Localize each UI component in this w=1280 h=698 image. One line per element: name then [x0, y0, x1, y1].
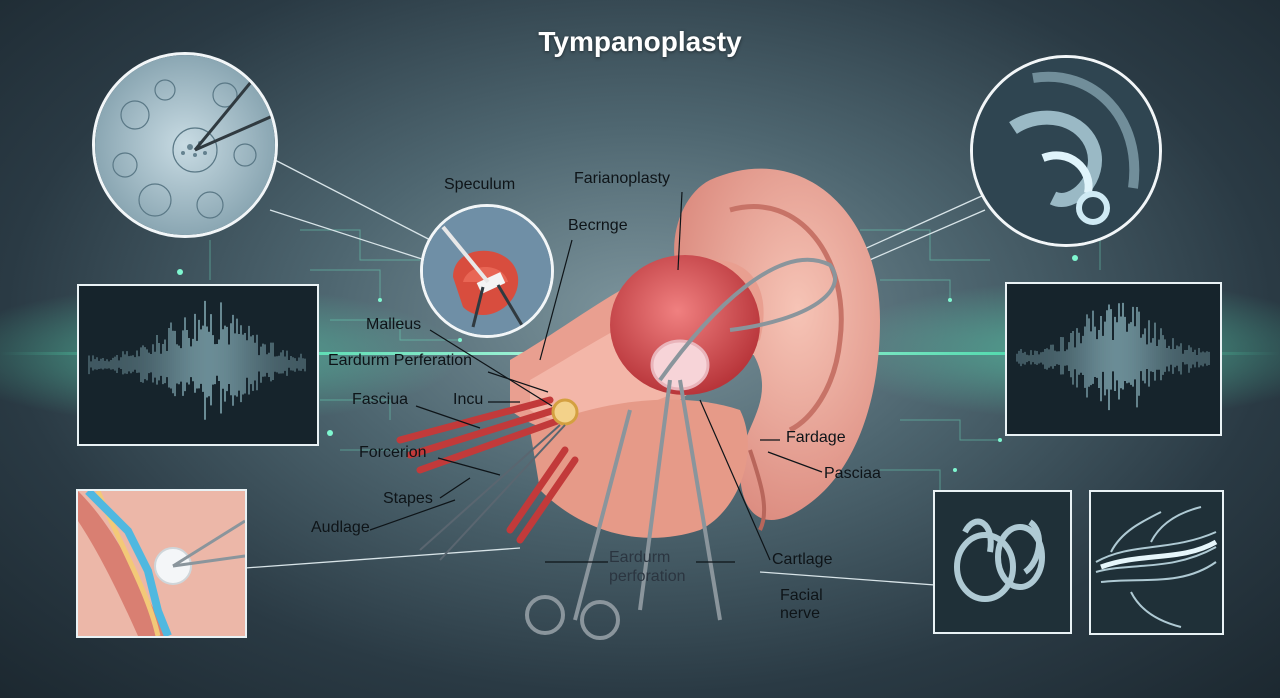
label-eardrum-perforation-bottom-line2: perforation — [609, 568, 686, 585]
audio-waveform-panel-right — [1005, 282, 1222, 436]
label-fardage: Fardage — [786, 429, 846, 446]
label-eardrum-perforation-bottom-line1: Eardurm — [609, 549, 671, 566]
label-facial-nerve-line2: nerve — [780, 605, 821, 622]
label-pasciaa: Pasciaa — [824, 465, 881, 482]
facial-nerve-inset — [1089, 490, 1224, 635]
label-stapes: Stapes — [383, 490, 433, 507]
label-eardrum-perforation: Eardurm Perferation — [328, 352, 473, 369]
speculum-inset — [420, 204, 554, 338]
label-cartlage: Cartlage — [772, 551, 833, 568]
label-becrnge: Becrnge — [568, 217, 628, 234]
label-speculum: Speculum — [444, 176, 516, 193]
cartilage-graft-inset — [933, 490, 1072, 634]
label-incu: Incu — [453, 391, 484, 408]
label-malleus: Malleus — [366, 316, 422, 333]
diagram-title: Tympanoplasty — [538, 26, 742, 57]
label-farianoplasty: Farianoplasty — [574, 170, 671, 187]
label-forcerion: Forcerion — [359, 444, 427, 461]
audio-waveform-panel-left — [77, 284, 319, 446]
label-facial-nerve-line1: Facial — [780, 587, 823, 604]
ear-cross-section-illustration — [396, 168, 880, 640]
graft-placement-inset — [76, 489, 247, 638]
label-fasciua: Fasciua — [352, 391, 409, 408]
ossicles-inset — [970, 55, 1162, 247]
microscopic-tissue-inset — [92, 52, 278, 238]
label-audlage: Audlage — [311, 519, 370, 536]
